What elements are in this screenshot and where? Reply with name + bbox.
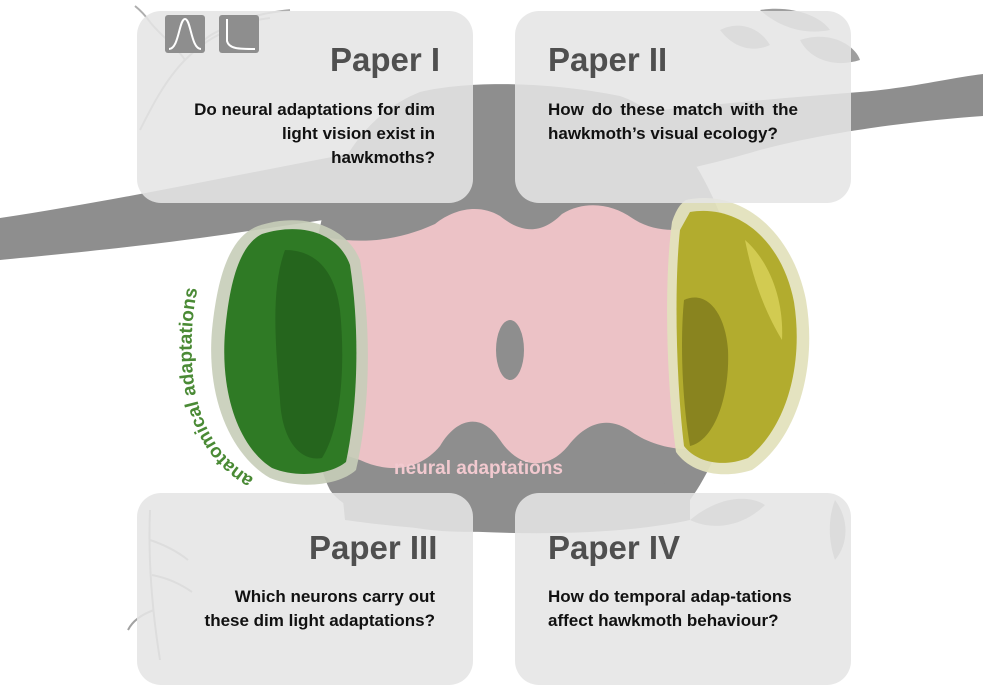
paper-title: Paper I: [330, 41, 440, 79]
paper-question: Do neural adaptations for dim light visi…: [187, 98, 435, 170]
paper-question: Which neurons carry out these dim light …: [187, 585, 435, 633]
paper-card-2: Paper II How do these match with the haw…: [515, 11, 851, 203]
decay-curve-icon: [219, 15, 259, 53]
paper-card-1: Paper I Do neural adaptations for dim li…: [137, 11, 473, 203]
paper-card-4: Paper IV How do temporal adap-tations af…: [515, 493, 851, 685]
paper-title: Paper II: [548, 41, 667, 79]
paper-question: How do these match with the hawkmoth’s v…: [548, 98, 798, 146]
left-optic-lobe-shade: [275, 250, 342, 458]
paper-question: How do temporal adap-tations affect hawk…: [548, 585, 798, 633]
lobe-hole: [496, 320, 524, 380]
paper-card-3: Paper III Which neurons carry out these …: [137, 493, 473, 685]
neural-adaptations-label: neural adaptations: [394, 458, 563, 480]
paper-title: Paper IV: [548, 529, 680, 567]
tuning-curve-icon: [165, 15, 205, 53]
paper-title: Paper III: [309, 529, 437, 567]
